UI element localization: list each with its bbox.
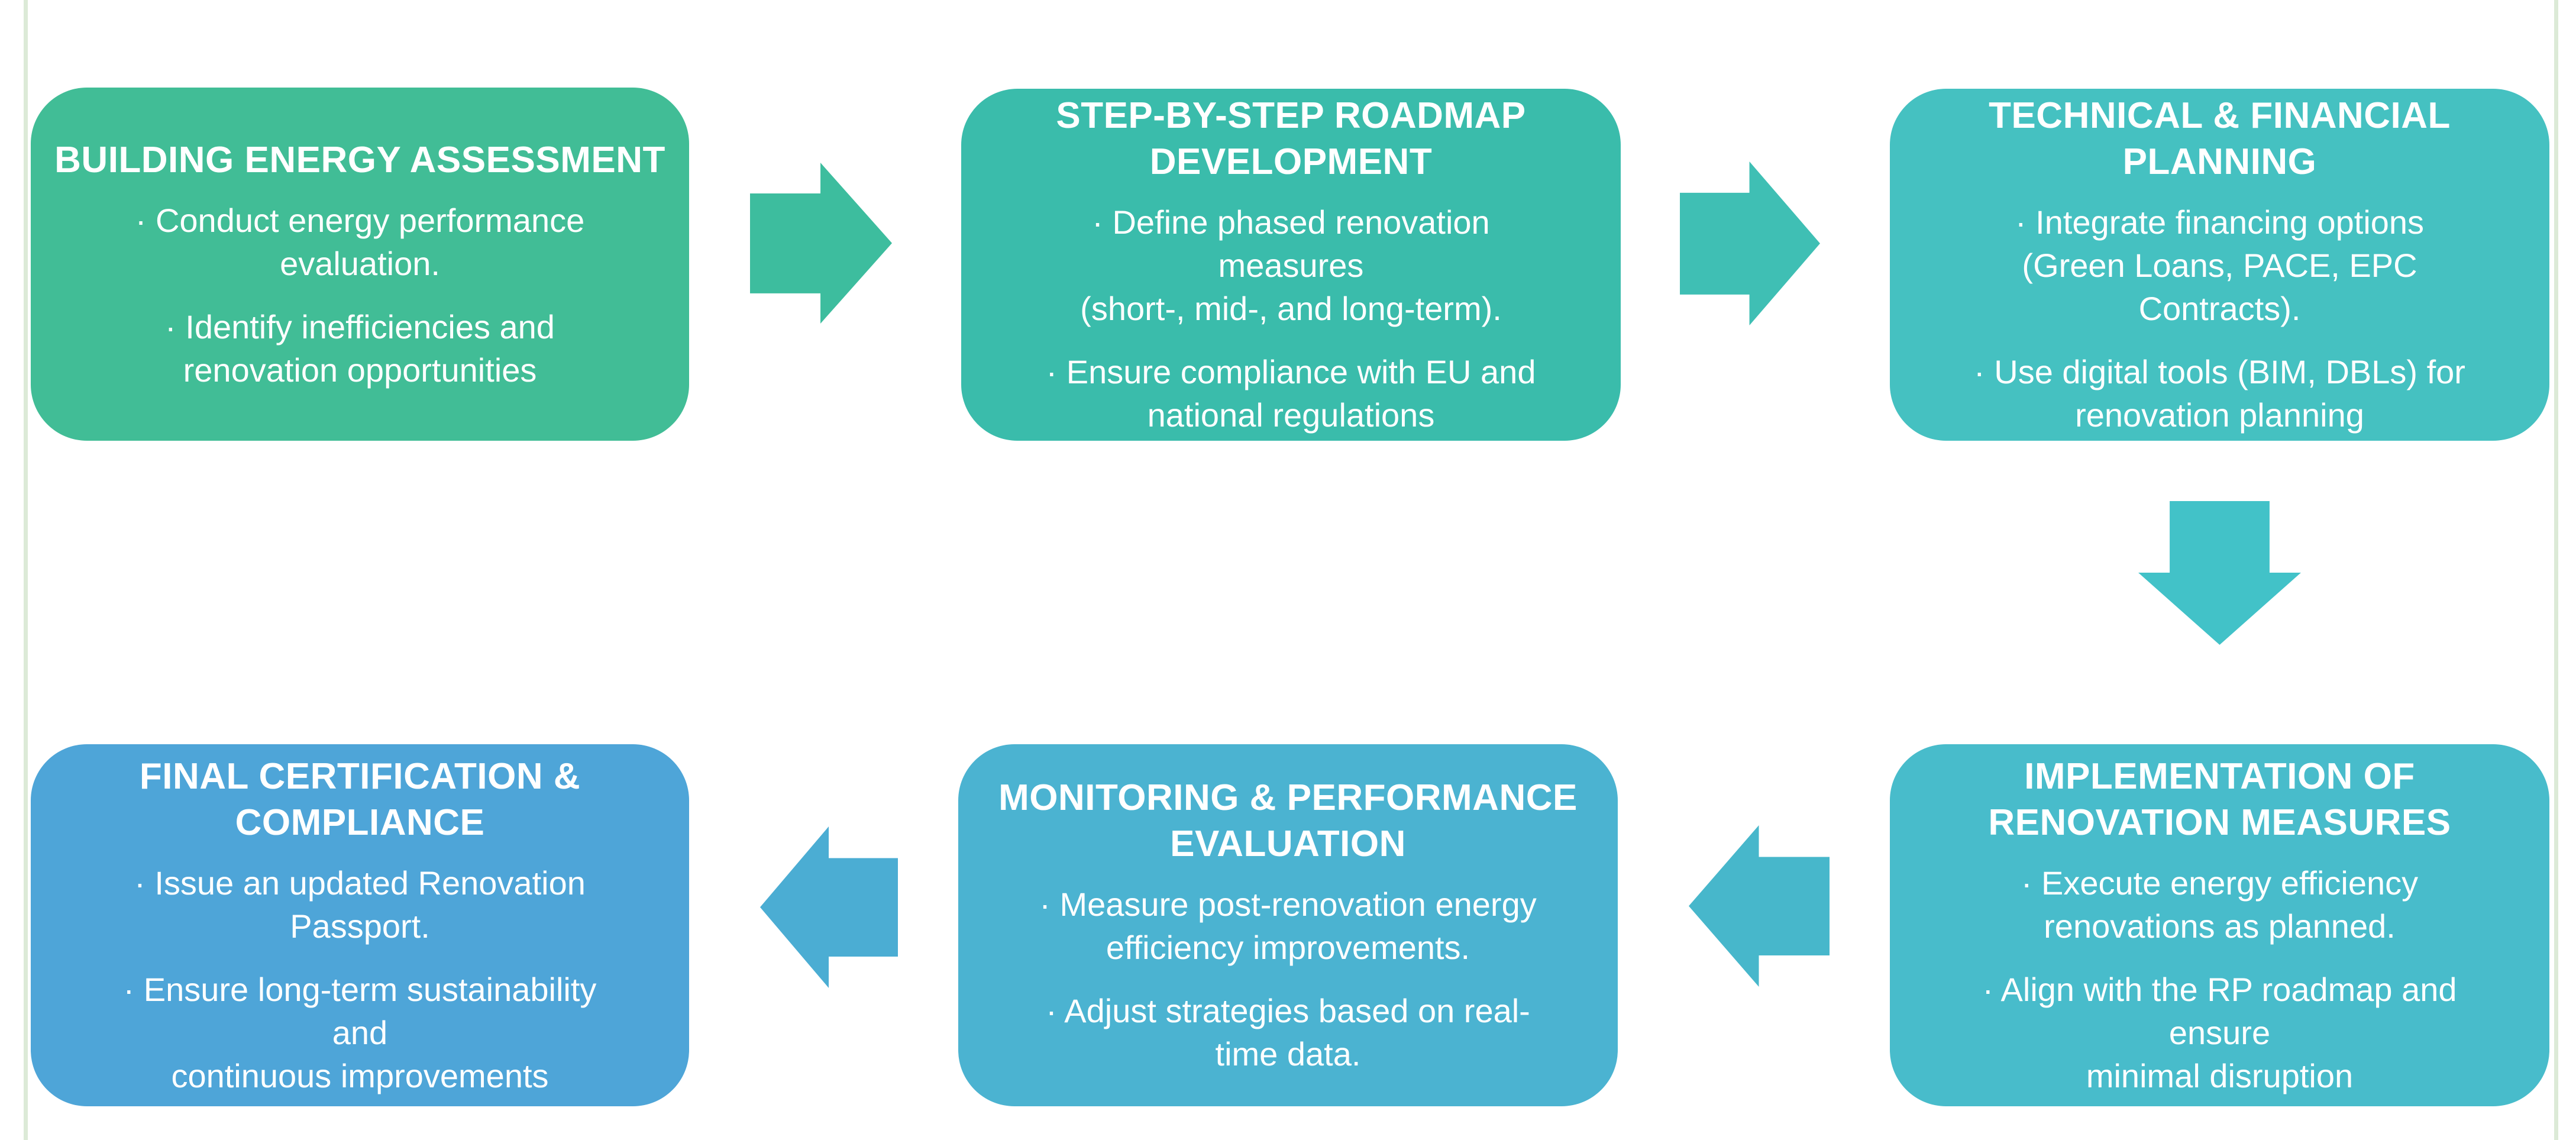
step-bullet: · Ensure compliance with EU and national… bbox=[1046, 353, 1536, 434]
left-arrow-icon bbox=[1689, 825, 1830, 987]
step-title: FINAL CERTIFICATION & COMPLIANCE bbox=[139, 755, 581, 843]
step-box-monitoring-performance-evaluation: MONITORING & PERFORMANCE EVALUATION · Me… bbox=[958, 744, 1618, 1106]
left-arrow-icon bbox=[760, 826, 898, 988]
step-bullet: · Use digital tools (BIM, DBLs) for reno… bbox=[1974, 353, 2465, 434]
step-bullet: · Measure post-renovation energy efficie… bbox=[1039, 886, 1537, 966]
step-title: BUILDING ENERGY ASSESSMENT bbox=[54, 139, 665, 180]
step-title: STEP-BY-STEP ROADMAP DEVELOPMENT bbox=[1056, 95, 1526, 182]
step-box-final-certification-compliance: FINAL CERTIFICATION & COMPLIANCE · Issue… bbox=[31, 744, 689, 1106]
left-edge-line bbox=[24, 0, 28, 1140]
down-arrow-icon bbox=[2138, 501, 2301, 645]
step-title: TECHNICAL & FINANCIAL PLANNING bbox=[1989, 95, 2451, 182]
step-box-roadmap-development: STEP-BY-STEP ROADMAP DEVELOPMENT · Defin… bbox=[961, 89, 1621, 441]
step-title: MONITORING & PERFORMANCE EVALUATION bbox=[998, 777, 1578, 864]
right-arrow-icon bbox=[1680, 162, 1820, 325]
right-edge-line bbox=[2554, 0, 2558, 1140]
step-bullet: · Align with the RP roadmap and ensure m… bbox=[1982, 970, 2457, 1094]
step-box-technical-financial-planning: TECHNICAL & FINANCIAL PLANNING · Integra… bbox=[1890, 89, 2549, 441]
right-arrow-icon bbox=[750, 163, 892, 324]
step-bullet: · Integrate financing options (Green Loa… bbox=[2015, 204, 2425, 327]
step-bullet: · Identify inefficiencies and renovation… bbox=[165, 308, 555, 389]
step-bullet: · Issue an updated Renovation Passport. bbox=[134, 864, 586, 945]
step-bullet: · Execute energy efficiency renovations … bbox=[2021, 864, 2419, 945]
step-title: IMPLEMENTATION OF RENOVATION MEASURES bbox=[1988, 755, 2451, 843]
step-bullet: · Define phased renovation measures (sho… bbox=[1080, 204, 1502, 327]
step-bullet: · Adjust strategies based on real- time … bbox=[1046, 992, 1530, 1073]
step-bullet: · Conduct energy performance evaluation. bbox=[135, 201, 585, 282]
step-box-building-energy-assessment: BUILDING ENERGY ASSESSMENT · Conduct ene… bbox=[31, 88, 689, 441]
step-bullet: · Ensure long-term sustainability and co… bbox=[123, 970, 597, 1094]
step-box-implementation-renovation-measures: IMPLEMENTATION OF RENOVATION MEASURES · … bbox=[1890, 744, 2549, 1106]
